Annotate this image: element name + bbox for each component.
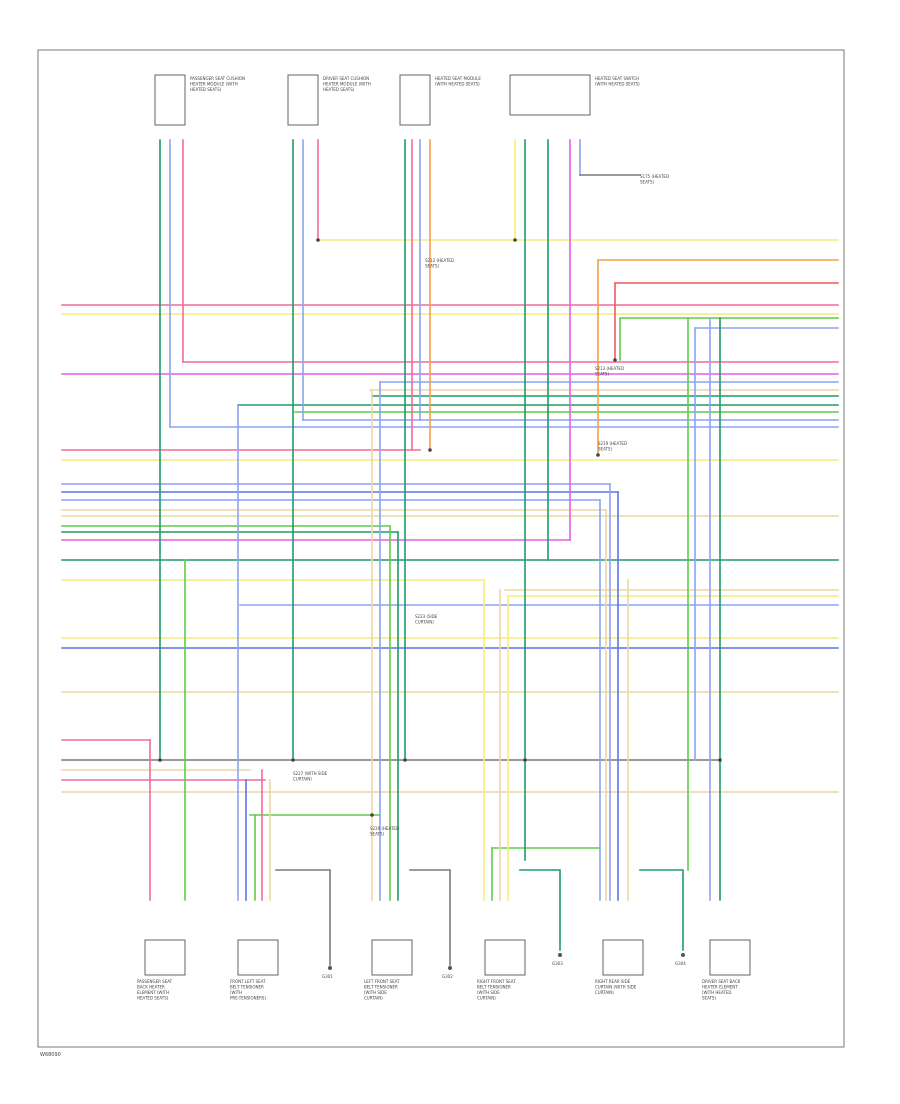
splice-dot <box>316 238 320 242</box>
splice-dot <box>718 758 722 762</box>
front-left-seat-belt-retractor-label: FRONT LEFT SEAT <box>230 979 266 984</box>
front-left-seat-belt-2-label: BELT TENSIONER <box>364 985 398 990</box>
splice-dot <box>596 453 600 457</box>
splice-dot <box>403 758 407 762</box>
ground-wire <box>519 869 561 951</box>
driver-seat-cushion-module-label: HEATED SEATS) <box>323 87 355 92</box>
rear-right-seat-belt <box>602 939 644 976</box>
splice-dot <box>513 238 517 242</box>
s4-label: S219 (HEATED <box>598 441 627 446</box>
s1-label: S175 (HEATED <box>640 174 669 179</box>
passenger-seat-cushion-module <box>154 74 186 126</box>
s3-label: S213 (HEATED <box>595 366 624 371</box>
splice-dot <box>428 448 432 452</box>
heated-seat-switch <box>509 74 591 116</box>
s5-label: CURTAIN) <box>415 620 434 625</box>
splice-dot <box>291 758 295 762</box>
rear-right-seat-belt-label: CURTAIN) <box>595 990 614 995</box>
passenger-back-heater-label: BACK HEATER <box>137 985 165 990</box>
front-right-seat-belt-label: CURTAIN) <box>477 996 496 1001</box>
figure-id: W68090 <box>40 1052 61 1058</box>
front-right-seat-belt <box>484 939 526 976</box>
ground-wire <box>275 869 331 966</box>
g302-label: G302 <box>442 974 453 979</box>
passenger-back-heater-label: HEATED SEATS) <box>137 996 169 1001</box>
passenger-back-heater-label: ELEMENT (WITH <box>137 990 169 995</box>
front-right-seat-belt-label: RIGHT FRONT SEAT <box>477 979 516 984</box>
diagram-border <box>37 49 845 1048</box>
splice-dot <box>370 813 374 817</box>
passenger-seat-cushion-module-label: HEATED SEATS) <box>190 87 222 92</box>
driver-seat-cushion-module-label: HEATER MODULE (WITH <box>323 82 371 87</box>
rear-right-seat-belt-label: RIGHT REAR SIDE <box>595 979 631 984</box>
heated-seat-module-label: (WITH HEATED SEATS) <box>435 82 480 87</box>
s6-label: S227 (WITH SIDE <box>293 771 328 776</box>
g303-symbol <box>558 953 562 957</box>
passenger-back-heater <box>144 939 186 976</box>
splice-dot <box>523 758 527 762</box>
wires-layer <box>61 139 839 966</box>
heated-seat-module-label: HEATED SEAT MODULE <box>435 76 481 81</box>
front-left-seat-belt-2-label: (WITH SIDE <box>364 990 387 995</box>
rear-right-seat-belt-label: CURTAIN (WITH SIDE <box>595 985 637 990</box>
s2-label: SEATS) <box>425 264 439 269</box>
front-left-seat-belt-retractor-label: BELT TENSIONER <box>230 985 264 990</box>
s7-label: S229 (HEATED <box>370 826 399 831</box>
driver-back-heater <box>709 939 751 976</box>
g302-symbol <box>448 966 452 970</box>
ground-wire <box>409 869 451 966</box>
s6-label: CURTAIN) <box>293 777 312 782</box>
driver-seat-cushion-module-label: DRIVER SEAT CUSHION <box>323 76 369 81</box>
passenger-seat-cushion-module-label: PASSENGER SEAT CUSHION <box>190 76 245 81</box>
s4-label: SEATS) <box>598 447 612 452</box>
heated-seat-module <box>399 74 431 126</box>
driver-seat-cushion-module <box>287 74 319 126</box>
splice-dot <box>613 358 617 362</box>
g303-label: G303 <box>552 961 563 966</box>
driver-back-heater-label: (WITH HEATED <box>702 990 731 995</box>
front-left-seat-belt-retractor-label: (WITH <box>230 990 242 995</box>
front-right-seat-belt-label: BELT TENSIONER <box>477 985 511 990</box>
heated-seat-switch-label: HEATED SEAT SWITCH <box>595 76 639 81</box>
g301-symbol <box>328 966 332 970</box>
s5-label: S223 (SIDE <box>415 614 438 619</box>
g304-symbol <box>681 953 685 957</box>
front-left-seat-belt-retractor <box>237 939 279 976</box>
s1-label: SEATS) <box>640 180 654 185</box>
wire <box>619 317 689 361</box>
driver-back-heater-label: SEATS) <box>702 996 716 1001</box>
driver-back-heater-label: DRIVER SEAT BACK <box>702 979 741 984</box>
ground-wire <box>639 869 684 951</box>
front-left-seat-belt-2 <box>371 939 413 976</box>
front-left-seat-belt-retractor-label: PRE-TENSIONERS) <box>230 996 266 1001</box>
s7-label: SEATS) <box>370 832 384 837</box>
s2-label: S212 (HEATED <box>425 258 454 263</box>
g301-label: G301 <box>322 974 333 979</box>
driver-back-heater-label: HEATER ELEMENT <box>702 985 738 990</box>
g304-label: G304 <box>675 961 686 966</box>
front-left-seat-belt-2-label: CURTAIN) <box>364 996 383 1001</box>
s3-label: SEATS) <box>595 372 609 377</box>
passenger-back-heater-label: PASSENGER SEAT <box>137 979 173 984</box>
front-right-seat-belt-label: (WITH SIDE <box>477 990 500 995</box>
heated-seat-switch-label: (WITH HEATED SEATS) <box>595 82 640 87</box>
front-left-seat-belt-2-label: LEFT FRONT SEAT <box>364 979 400 984</box>
splice-dot <box>158 758 162 762</box>
passenger-seat-cushion-module-label: HEATER MODULE (WITH <box>190 82 238 87</box>
